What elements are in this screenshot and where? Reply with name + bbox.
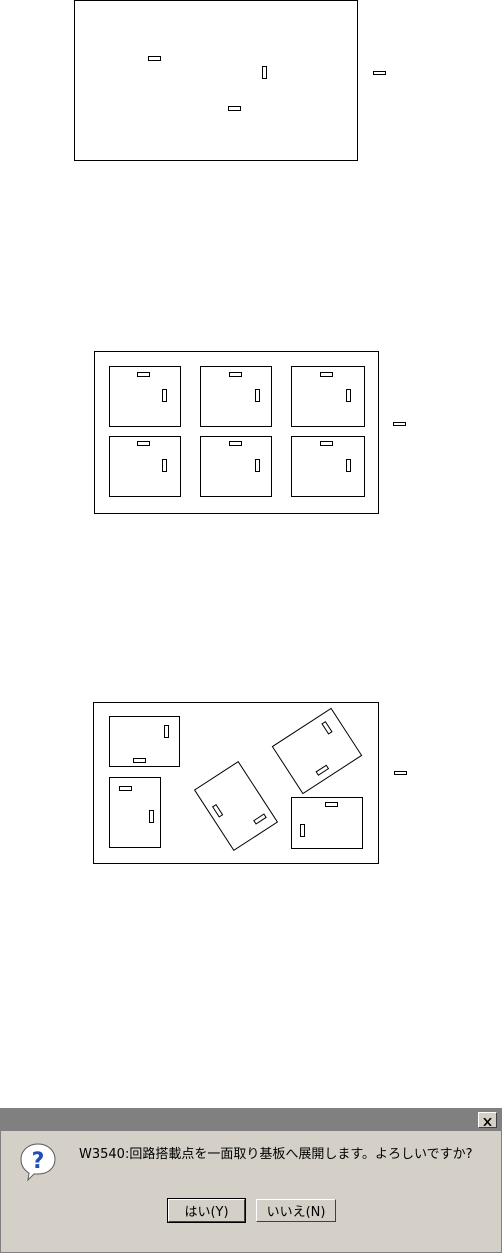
fiducial-mark [394,423,406,426]
board-cell [195,762,278,851]
confirm-dialog: ? W3540:回路搭載点を一面取り基板へ展開します。よろしいですか? はい(Y… [0,1108,502,1253]
dialog-message: W3540:回路搭載点を一面取り基板へ展開します。よろしいですか? [79,1147,489,1163]
component-pad [229,107,241,111]
svg-text:?: ? [32,1149,45,1174]
multi-board-panel-diagram [95,352,406,514]
question-icon: ? [19,1142,57,1182]
board-cell [110,717,180,767]
board-cell [110,437,181,497]
board-cell [110,367,181,427]
board-cell [201,367,272,427]
no-button[interactable]: いいえ(N) [256,1199,336,1222]
board-cell [110,778,161,848]
board-cell [292,798,363,849]
panel-diagrams [0,0,502,1100]
panel-outline [94,703,379,864]
board-cell [292,367,365,427]
yes-button[interactable]: はい(Y) [168,1199,245,1222]
board-cell [272,708,361,793]
component-pad [149,57,161,61]
rotated-boards-panel-diagram [94,703,407,864]
fiducial-mark [374,72,386,75]
dialog-titlebar[interactable] [1,1109,501,1131]
close-button[interactable] [478,1112,497,1128]
component-pad [263,67,267,79]
board-cell [201,437,272,497]
board-cell [292,437,365,497]
board-outline [75,1,358,161]
single-board-diagram [75,1,386,161]
close-icon [483,1111,492,1130]
fiducial-mark [395,772,407,775]
